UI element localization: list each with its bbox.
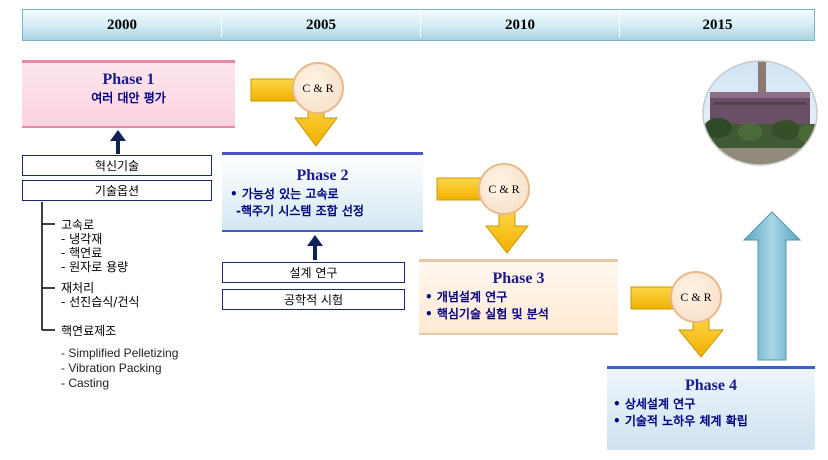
tree-group1-title: 고속로 bbox=[61, 218, 95, 232]
phase2-line1: • 가능성 있는 고속로 bbox=[230, 187, 339, 201]
timeline-divider bbox=[221, 13, 222, 37]
phase2-box-test: 공학적 시험 bbox=[222, 289, 405, 310]
tree-group3-title: 핵연료제조 bbox=[61, 324, 117, 338]
year-2005: 2005 bbox=[306, 17, 336, 33]
phase1-line1: 여러 대안 평가 bbox=[91, 91, 166, 105]
tree-item: - Casting bbox=[61, 376, 110, 390]
phase2-box: Phase 2 • 가능성 있는 고속로 -핵주기 시스템 조합 선정 bbox=[222, 152, 423, 232]
phase4-line1: • 상세설계 연구 bbox=[613, 397, 696, 411]
tree-item: - 핵연료 bbox=[61, 246, 103, 260]
year-2015: 2015 bbox=[702, 17, 733, 33]
up-arrow-phase2 bbox=[307, 235, 323, 260]
timeline-divider bbox=[619, 13, 620, 37]
tree-item: - Vibration Packing bbox=[61, 361, 162, 375]
phase2-box-design: 설계 연구 bbox=[222, 262, 405, 283]
phase4-box: Phase 4 • 상세설계 연구 • 기술적 노하우 체계 확립 bbox=[607, 366, 815, 450]
power-plant-photo bbox=[702, 60, 818, 166]
timeline-bar: 2000 2005 2010 2015 bbox=[22, 9, 815, 41]
phase1-title: Phase 1 bbox=[102, 71, 155, 88]
cr-circle-1: C & R bbox=[292, 62, 344, 114]
phase4-title: Phase 4 bbox=[685, 377, 737, 394]
phase3-line2: • 핵심기술 실험 및 분석 bbox=[425, 307, 549, 321]
tree-group2-title: 재처리 bbox=[61, 281, 95, 295]
tree-item: - 원자로 용량 bbox=[61, 260, 129, 274]
phase1-box-options: 기술옵션 bbox=[22, 180, 212, 201]
cr-circle-3: C & R bbox=[670, 271, 722, 323]
tree-item: - 냉각재 bbox=[61, 232, 103, 246]
phase1-box: Phase 1 여러 대안 평가 bbox=[22, 60, 235, 128]
year-2000: 2000 bbox=[107, 17, 137, 33]
phase2-title: Phase 2 bbox=[296, 167, 349, 184]
phase2-line2: -핵주기 시스템 조합 선정 bbox=[236, 204, 364, 218]
phase3-line1: • 개념설계 연구 bbox=[425, 290, 508, 304]
year-2010: 2010 bbox=[505, 17, 535, 33]
timeline-divider bbox=[420, 13, 421, 37]
phase3-title: Phase 3 bbox=[492, 270, 545, 287]
up-arrow-phase1 bbox=[110, 130, 126, 154]
cr-circle-2: C & R bbox=[478, 163, 530, 215]
phase4-line2: • 기술적 노하우 체계 확립 bbox=[613, 414, 748, 428]
phase3-box: Phase 3 • 개념설계 연구 • 핵심기술 실험 및 분석 bbox=[419, 259, 618, 335]
phase1-box-innovation: 혁신기술 bbox=[22, 155, 212, 176]
big-up-arrow bbox=[742, 211, 802, 361]
tree-item: - 선진습식/건식 bbox=[61, 295, 140, 309]
tree-item: - Simplified Pelletizing bbox=[61, 346, 179, 360]
